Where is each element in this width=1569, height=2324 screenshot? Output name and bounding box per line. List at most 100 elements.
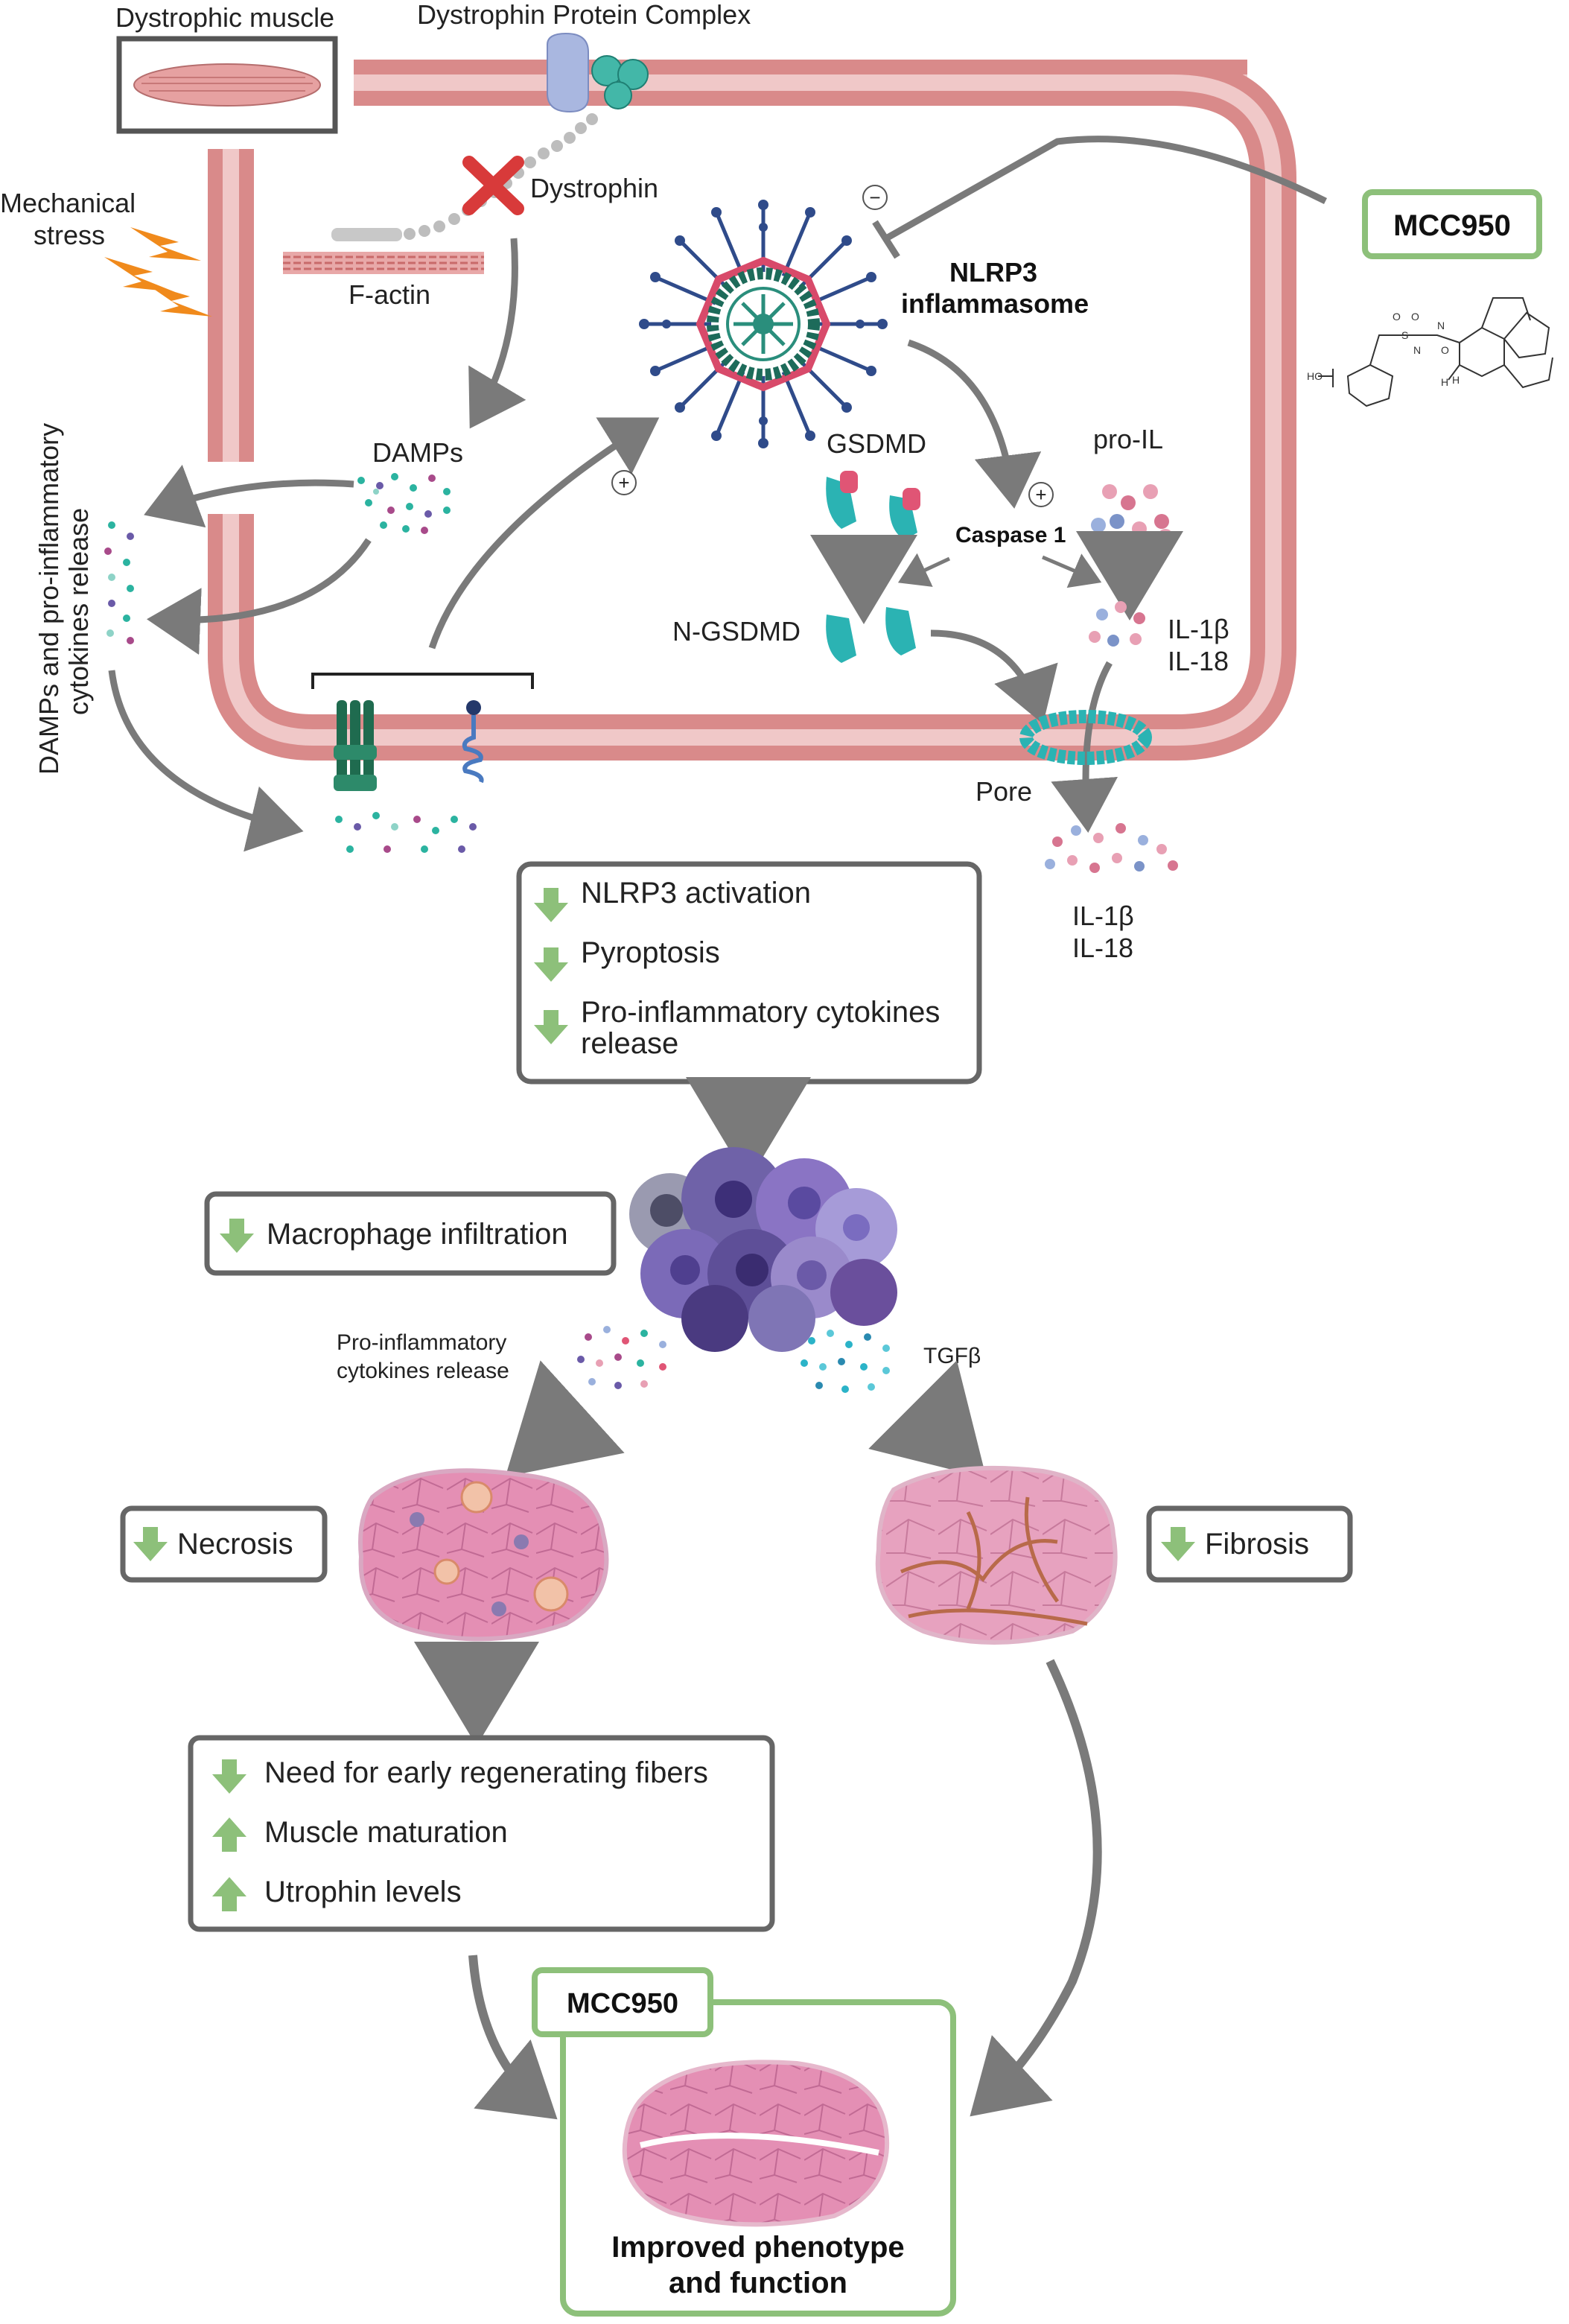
n-gsdmd-icon — [826, 607, 916, 663]
svg-text:H: H — [1441, 376, 1448, 388]
cell-membrane — [208, 60, 1296, 761]
pro-il-particles — [1091, 484, 1173, 544]
down-arrow-icon — [534, 947, 568, 982]
damps-label: DAMPs — [372, 437, 463, 468]
il1b-outer-label: IL-1β — [1072, 901, 1134, 931]
arrow-ngsdmd-to-pore — [930, 629, 1058, 725]
gsdmd-protein-icon — [826, 471, 920, 540]
broken-x-icon — [462, 156, 524, 215]
macrophage-box: Macrophage infiltration — [204, 1191, 617, 1276]
proinf-particles — [577, 1326, 666, 1389]
healthy-muscle-icon — [622, 2060, 890, 2227]
svg-text:+: + — [1035, 483, 1046, 506]
svg-text:−: − — [869, 186, 880, 209]
arrow-damps-out-1 — [144, 464, 354, 528]
svg-text:HO: HO — [1307, 370, 1323, 382]
arrow-caspase-to-ngsdmd — [897, 553, 951, 587]
effect-maturation: Muscle maturation — [264, 1816, 508, 1849]
gpcr-receptor-icon — [462, 700, 484, 784]
arrow-dystrophin-to-damps — [468, 238, 526, 429]
necrosis-text: Necrosis — [177, 1528, 293, 1561]
arrow-receptors-to-nlrp3 — [428, 417, 660, 650]
proinf-label-2: cytokines release — [337, 1359, 509, 1383]
fibrosis-text: Fibrosis — [1205, 1528, 1309, 1561]
effects-box-1: NLRP3 activation Pyroptosis Pro-inflamma… — [516, 861, 982, 1085]
dystrophic-muscle-box: Dystrophic muscle — [115, 2, 338, 134]
svg-text:O: O — [1393, 311, 1401, 323]
down-arrow-icon — [212, 1759, 246, 1794]
up-arrow-icon — [212, 1877, 246, 1911]
mechanical-stress-label-1: Mechanical — [0, 188, 136, 218]
svg-text:O: O — [1441, 344, 1449, 356]
mcc950-molecule-icon — [1318, 297, 1553, 407]
damps-particles-receptors — [335, 812, 477, 853]
dystrophin-complex-icon — [547, 32, 649, 113]
fibrotic-tissue-icon — [875, 1465, 1118, 1645]
arrow-to-fibrosis — [868, 1360, 987, 1479]
arrow-nlrp3-to-caspase — [907, 339, 1042, 509]
proinf-label-1: Pro-inflammatory — [337, 1330, 506, 1355]
macrophage-text: Macrophage infiltration — [267, 1218, 568, 1251]
muscle-fiber-icon — [133, 63, 321, 107]
effect-regenerating: Need for early regenerating fibers — [264, 1756, 708, 1789]
svg-text:S: S — [1401, 329, 1408, 341]
down-arrow-icon — [220, 1219, 254, 1253]
pore-icon — [1019, 710, 1152, 765]
tlr-receptor-icon — [334, 700, 377, 791]
effect-cytokines-2: release — [581, 1027, 678, 1060]
result-box: MCC950 Improved phenotype and function — [532, 1967, 956, 2317]
dystrophin-complex-label: Dystrophin Protein Complex — [417, 0, 751, 30]
svg-text:N: N — [1437, 320, 1445, 331]
dystrophic-muscle-label: Dystrophic muscle — [115, 2, 334, 33]
plus-sign-icon-1: + — [611, 470, 637, 495]
mcc950-top-label: MCC950 — [1393, 209, 1511, 242]
receptor-bracket — [311, 673, 534, 689]
il18-outer-label: IL-18 — [1072, 933, 1133, 963]
result-line1: Improved phenotype — [611, 2231, 904, 2264]
arrow-caspase-to-il — [1042, 553, 1102, 588]
effect-cytokines-1: Pro-inflammatory cytokines — [581, 996, 940, 1029]
arrow-il-to-pore — [1051, 661, 1118, 833]
svg-text:N: N — [1413, 344, 1421, 356]
side-label-2: cytokines release — [63, 508, 94, 715]
fibrosis-box: Fibrosis — [1146, 1505, 1353, 1583]
svg-text:+: + — [618, 472, 629, 494]
n-gsdmd-label: N-GSDMD — [672, 616, 801, 647]
down-arrow-icon — [534, 888, 568, 922]
arrow-fibrosis-to-result — [970, 1659, 1102, 2117]
necrosis-box: Necrosis — [120, 1505, 328, 1583]
down-arrow-icon — [1161, 1527, 1195, 1561]
nlrp3-label-2: inflammasome — [901, 288, 1089, 319]
arrow-damps-out-2 — [147, 538, 372, 655]
down-arrow-icon — [133, 1527, 168, 1561]
up-arrow-icon — [212, 1817, 246, 1852]
tgfb-particles — [801, 1330, 890, 1393]
svg-text:H: H — [1452, 374, 1460, 386]
result-line2: and function — [669, 2267, 847, 2299]
il-particles-inner — [1089, 601, 1145, 647]
gsdmd-label: GSDMD — [827, 428, 926, 459]
f-actin-filament — [283, 252, 484, 274]
minus-sign-icon: − — [862, 185, 888, 210]
effect-utrophin: Utrophin levels — [264, 1876, 462, 1908]
damps-particles-outer — [104, 521, 134, 644]
down-arrow-icon — [534, 1010, 568, 1044]
arrow-box2-to-result — [468, 1955, 558, 2120]
mcc950-top-box: MCC950 — [1362, 189, 1542, 259]
tgfb-label: TGFβ — [923, 1344, 981, 1368]
arrow-outer-to-receptors — [108, 670, 304, 852]
effect-nlrp3: NLRP3 activation — [581, 877, 811, 909]
pore-label: Pore — [976, 776, 1032, 807]
result-tag: MCC950 — [567, 1988, 678, 2019]
f-actin-label: F-actin — [349, 279, 430, 310]
side-label-1: DAMPs and pro-inflammatory — [34, 423, 64, 775]
inhibition-line — [884, 136, 1328, 241]
il-particles-outer — [1045, 823, 1178, 873]
nlrp3-inflammasome-icon — [639, 200, 888, 448]
damps-particles-inner — [357, 473, 451, 534]
effects-box-2: Need for early regenerating fibers Muscl… — [188, 1735, 775, 1932]
il18-inner-label: IL-18 — [1168, 646, 1229, 676]
il1b-inner-label: IL-1β — [1168, 614, 1229, 644]
lightning-icon — [104, 227, 212, 317]
